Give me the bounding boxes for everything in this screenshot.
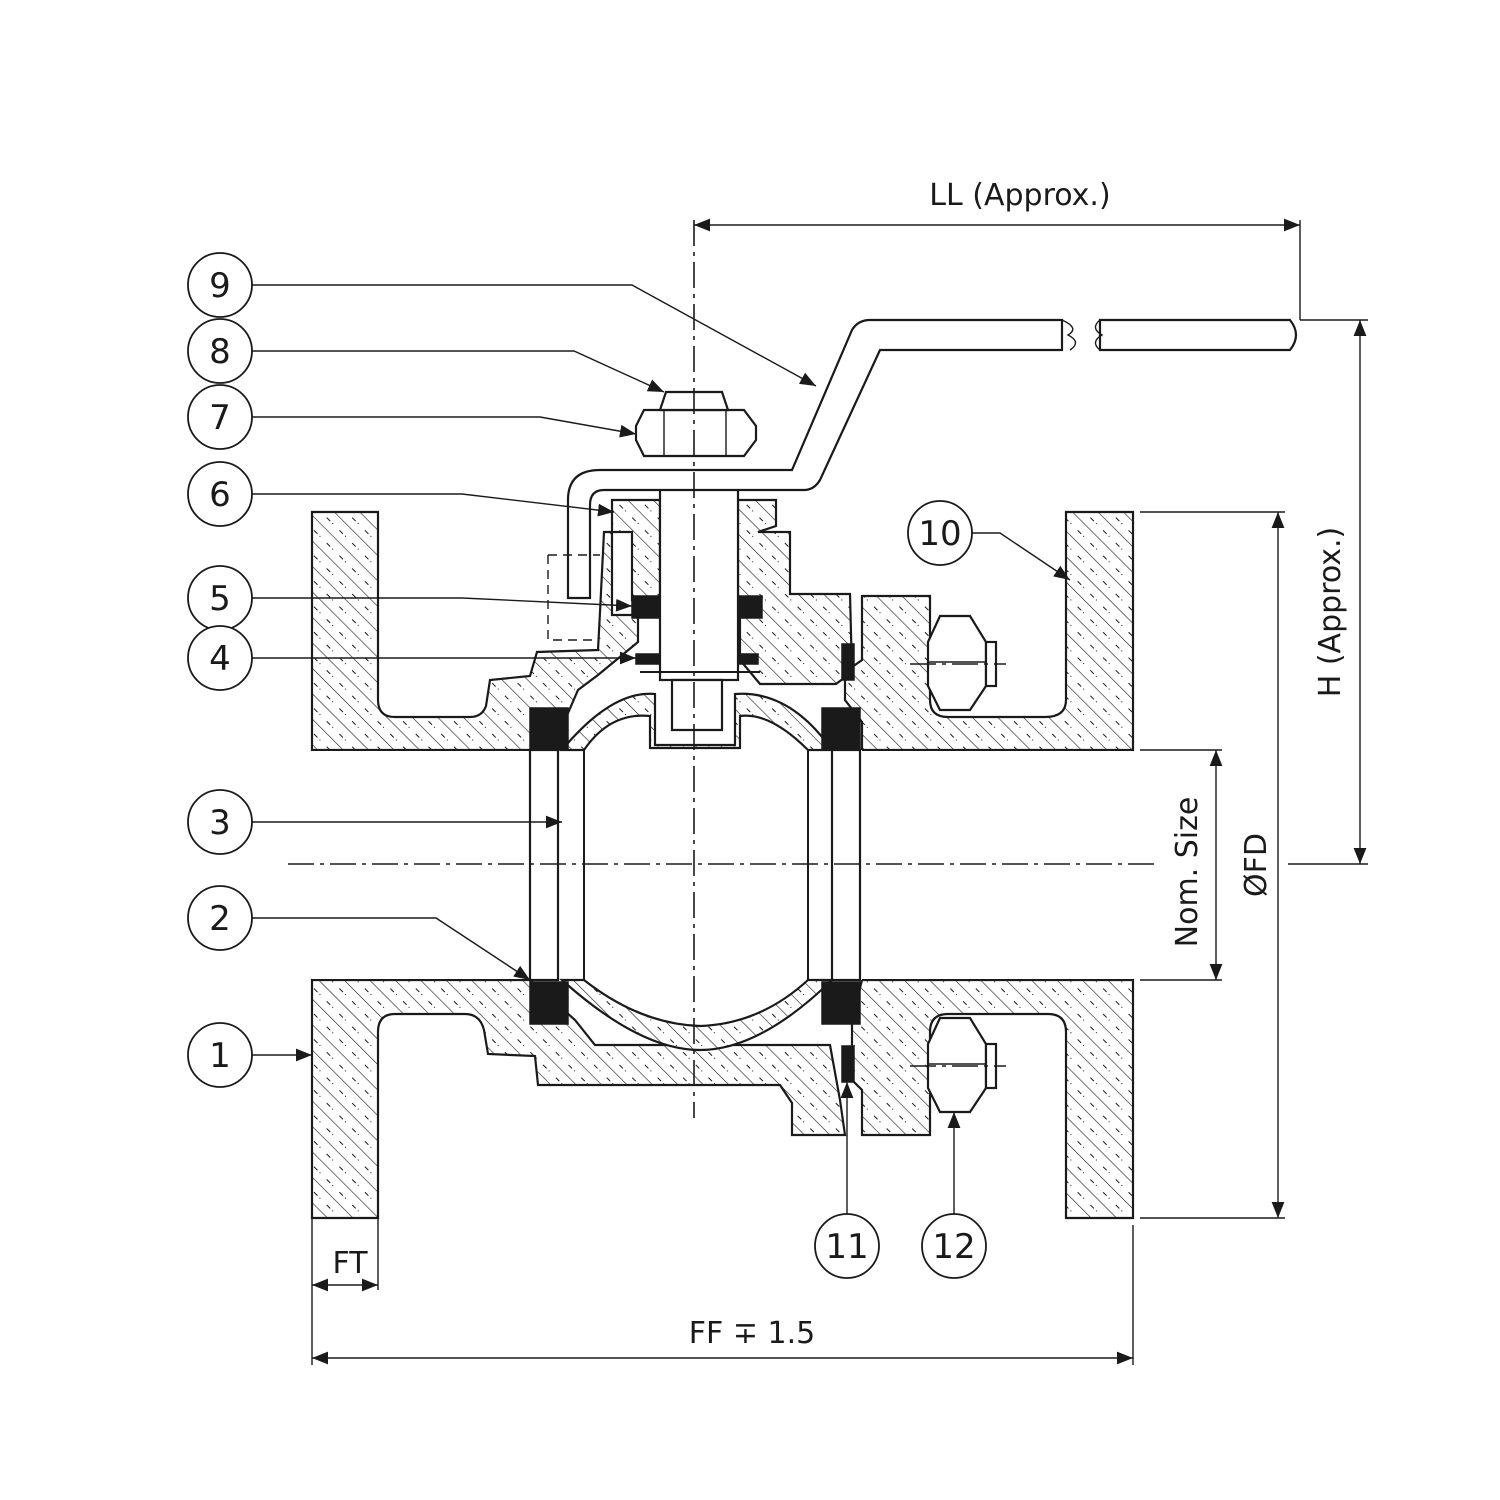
balloon-2	[187, 885, 253, 951]
leader-10	[972, 532, 1071, 581]
ft-label: FT	[332, 1246, 368, 1281]
seat-lower-left	[529, 981, 569, 1025]
balloon-1-label: 1	[209, 1036, 231, 1076]
handle-nut	[634, 408, 758, 458]
balloon-3-label: 3	[209, 803, 231, 843]
bolt-nut-lower	[926, 1016, 988, 1114]
ll-label: LL (Approx.)	[929, 178, 1110, 213]
nom-size-label: Nom. Size	[1170, 797, 1205, 948]
body-gasket-upper	[841, 643, 855, 681]
balloon-12-label: 12	[932, 1227, 975, 1267]
leader-5	[252, 597, 633, 612]
balloon-8-label: 8	[209, 332, 231, 372]
balloon-5-label: 5	[209, 579, 231, 619]
seat-ring-left	[528, 748, 560, 982]
seat-lower-right	[821, 981, 861, 1025]
stem-shaft	[658, 478, 740, 682]
balloon-6	[187, 461, 253, 527]
balloon-2-label: 2	[209, 899, 231, 939]
balloon-11-label: 11	[825, 1227, 868, 1267]
bonnet-right	[736, 498, 854, 686]
balloon-8	[187, 318, 253, 384]
seat-upper-left	[529, 707, 569, 751]
balloon-9	[187, 252, 253, 318]
lever-break-right	[1094, 319, 1104, 351]
nuts	[634, 390, 758, 458]
balloon-11	[814, 1213, 880, 1279]
bore	[312, 750, 1133, 980]
stem-tang	[670, 678, 724, 732]
h-label: H (Approx.)	[1313, 527, 1348, 698]
balloon-6-label: 6	[209, 475, 231, 515]
left-body-upper	[310, 510, 640, 752]
balloon-10-label: 10	[918, 514, 961, 554]
ff-label: FF ∓ 1.5	[689, 1316, 815, 1351]
balloon-3	[187, 789, 253, 855]
thrust-washer-left	[635, 653, 661, 665]
lever-body	[566, 318, 1064, 600]
leader-8	[252, 350, 665, 393]
balloon-12	[921, 1213, 987, 1279]
leader-7	[252, 416, 637, 438]
balloon-10	[907, 500, 973, 566]
leader-9	[252, 284, 817, 387]
seats	[528, 707, 862, 1025]
stem-packing-left	[631, 595, 661, 619]
fd-label: ØFD	[1239, 833, 1274, 897]
leader-2	[252, 917, 531, 981]
right-end-piece-lower	[850, 978, 1135, 1220]
lever-grip	[1098, 318, 1298, 352]
bonnet-neck	[610, 498, 662, 602]
balloon-7-label: 7	[209, 398, 231, 438]
seat-upper-right	[821, 707, 861, 751]
dimensions: LL (Approx.) H (Approx.) ØFD Nom. Size F…	[311, 178, 1368, 1365]
body-gasket-lower	[841, 1045, 855, 1083]
seat-ring-right	[830, 748, 862, 982]
bolts	[926, 614, 998, 1114]
balloons: 9 8 7 6 5 4 3 2 1 10	[187, 252, 1071, 1279]
balloon-4-label: 4	[209, 639, 231, 679]
lever	[547, 318, 1298, 641]
bolt-nut-upper	[926, 614, 988, 712]
left-body-lower	[310, 978, 847, 1220]
lever-break-left	[1061, 319, 1077, 351]
balloon-1	[187, 1022, 253, 1088]
balloon-9-label: 9	[209, 266, 231, 306]
right-end-piece-upper	[843, 510, 1135, 752]
stem-packing-right	[737, 595, 763, 619]
leader-6	[252, 493, 615, 517]
ball-lower-shell	[559, 978, 835, 1052]
balloon-4	[187, 625, 253, 691]
thrust-washer-right	[737, 653, 759, 665]
balloon-7	[187, 384, 253, 450]
